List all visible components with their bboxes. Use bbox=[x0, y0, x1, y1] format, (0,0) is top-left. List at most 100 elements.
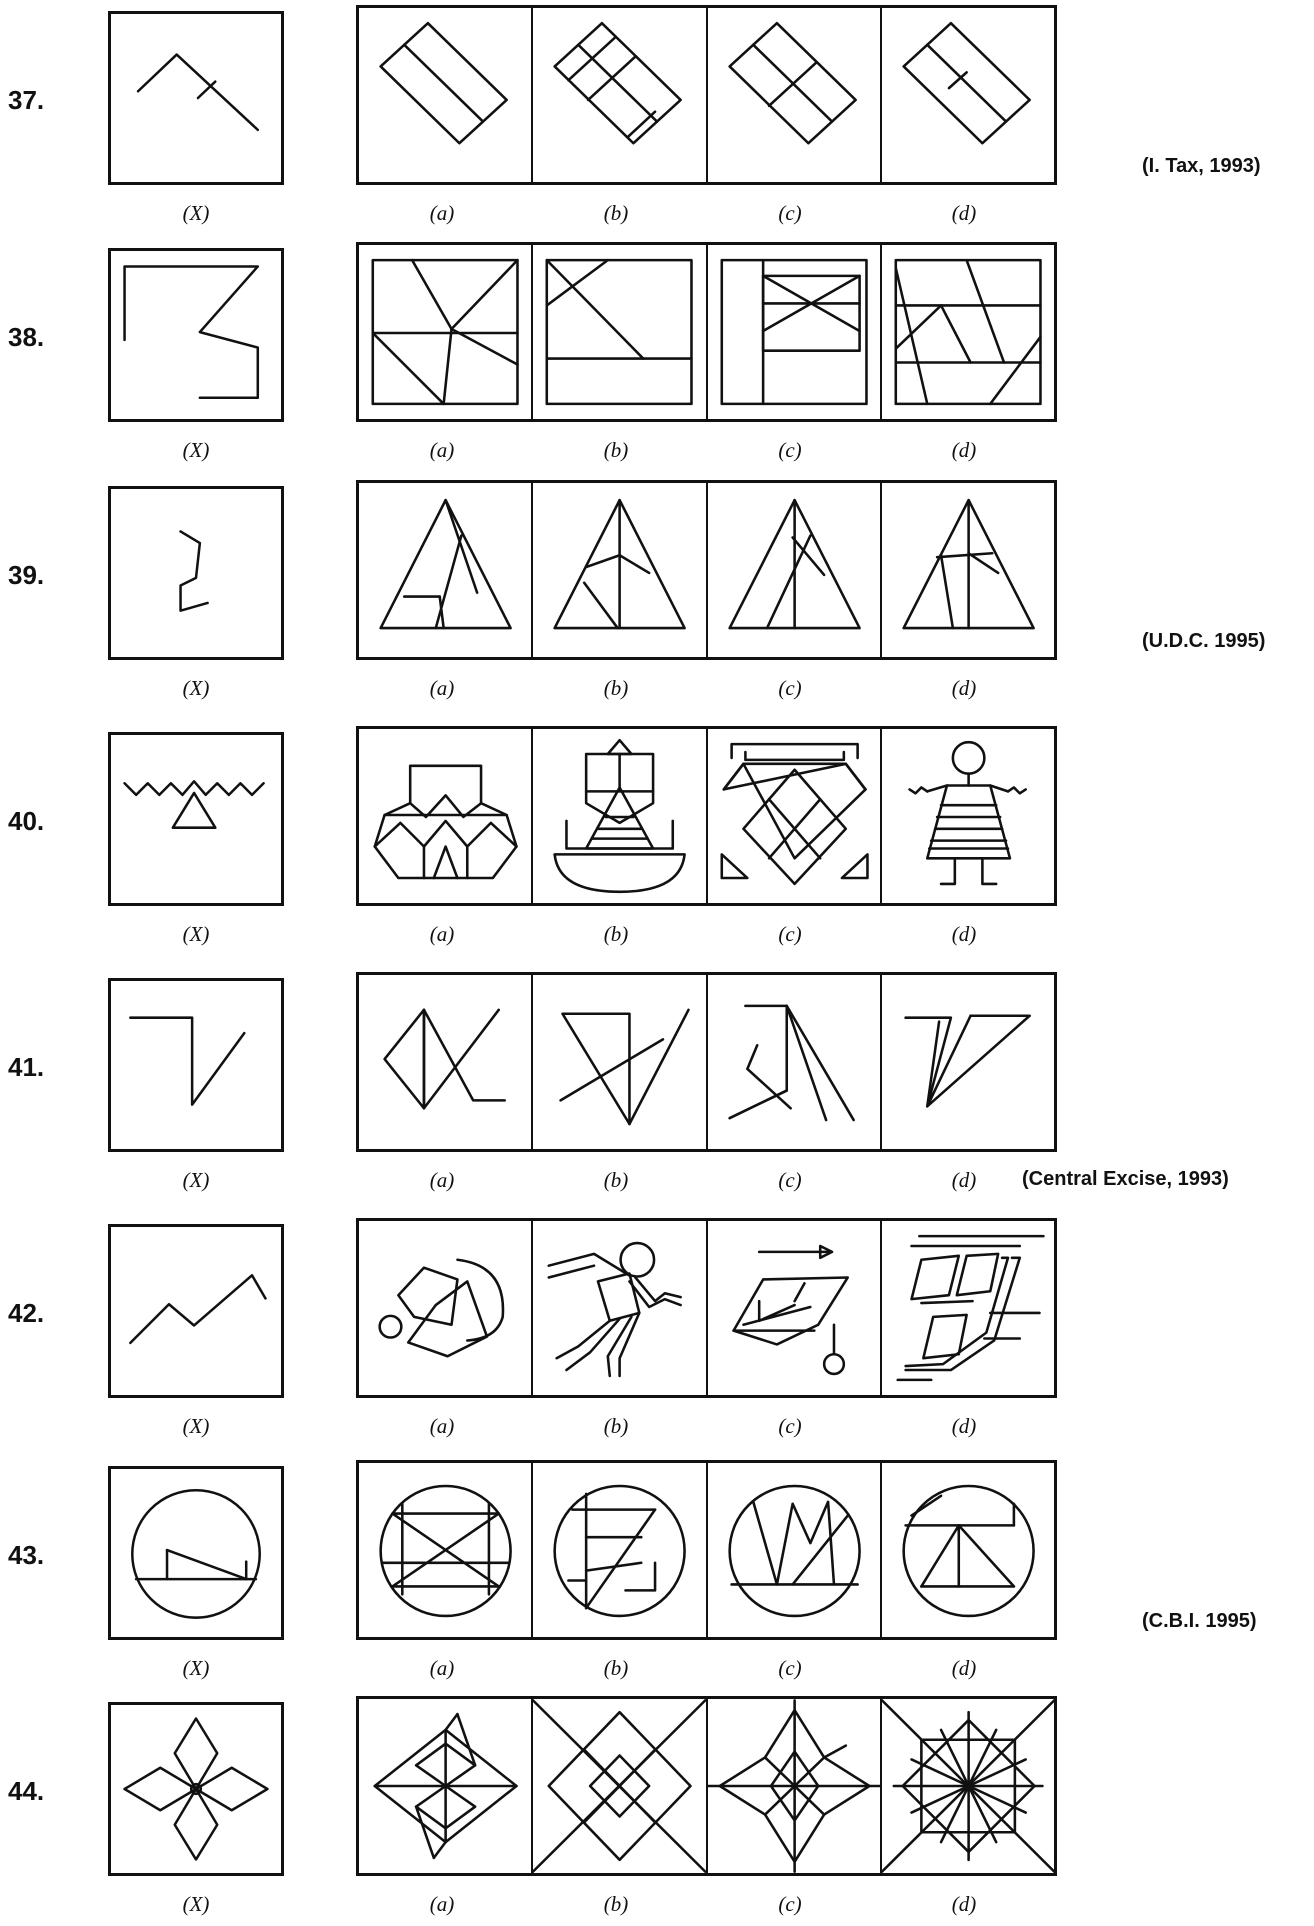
question-number: 42. bbox=[8, 1298, 44, 1329]
question-figure bbox=[108, 1224, 284, 1398]
question-38: 38. (X) (a) (b) (c) (d) bbox=[0, 242, 1314, 472]
option-a-label: (a) bbox=[412, 1892, 472, 1917]
question-label: (X) bbox=[166, 201, 226, 226]
answer-figures bbox=[356, 726, 1057, 906]
option-b-label: (b) bbox=[586, 1892, 646, 1917]
option-b-figure[interactable] bbox=[533, 245, 707, 419]
option-c-figure[interactable] bbox=[708, 1699, 882, 1873]
question-39: 39. (X) (a) (b) (c) (d) (U.D.C. 1995) bbox=[0, 480, 1314, 710]
option-d-label: (d) bbox=[934, 1656, 994, 1681]
option-a-figure[interactable] bbox=[359, 1221, 533, 1395]
option-c-label: (c) bbox=[760, 1168, 820, 1193]
option-d-figure[interactable] bbox=[882, 1463, 1054, 1637]
source-citation: (Central Excise, 1993) bbox=[1022, 1168, 1229, 1191]
option-a-label: (a) bbox=[412, 438, 472, 463]
question-44: 44. (X) (a) (b) (c) (d) bbox=[0, 1696, 1314, 1926]
option-c-figure[interactable] bbox=[708, 729, 882, 903]
option-a-figure[interactable] bbox=[359, 1699, 533, 1873]
option-b-figure[interactable] bbox=[533, 1221, 707, 1395]
option-d-figure[interactable] bbox=[882, 483, 1054, 657]
option-d-figure[interactable] bbox=[882, 975, 1054, 1149]
option-b-figure[interactable] bbox=[533, 1463, 707, 1637]
question-figure bbox=[108, 248, 284, 422]
option-d-figure[interactable] bbox=[882, 1221, 1054, 1395]
option-a-figure[interactable] bbox=[359, 8, 533, 182]
question-label: (X) bbox=[166, 922, 226, 947]
option-c-figure[interactable] bbox=[708, 1221, 882, 1395]
question-number: 43. bbox=[8, 1540, 44, 1571]
answer-figures bbox=[356, 1460, 1057, 1640]
question-figure bbox=[108, 978, 284, 1152]
option-b-label: (b) bbox=[586, 1414, 646, 1439]
option-c-label: (c) bbox=[760, 438, 820, 463]
question-number: 39. bbox=[8, 560, 44, 591]
option-b-figure[interactable] bbox=[533, 1699, 707, 1873]
option-d-label: (d) bbox=[934, 676, 994, 701]
question-42: 42. (X) (a) (b) (c) (d) bbox=[0, 1218, 1314, 1448]
option-c-figure[interactable] bbox=[708, 245, 882, 419]
question-figure bbox=[108, 1466, 284, 1640]
option-c-label: (c) bbox=[760, 1656, 820, 1681]
option-d-figure[interactable] bbox=[882, 8, 1054, 182]
question-40: 40. (X) (a) (b) (c) (d) bbox=[0, 726, 1314, 956]
question-43: 43. (X) (a) (b) (c) (d) (C.B.I. 1995) bbox=[0, 1460, 1314, 1690]
question-number: 37. bbox=[8, 85, 44, 116]
option-d-figure[interactable] bbox=[882, 1699, 1054, 1873]
answer-figures bbox=[356, 5, 1057, 185]
question-label: (X) bbox=[166, 676, 226, 701]
question-label: (X) bbox=[166, 1656, 226, 1681]
question-37: 37. (X) (a) (b) (c) (d) (I. Tax, 1993) bbox=[0, 5, 1314, 235]
option-b-figure[interactable] bbox=[533, 8, 707, 182]
option-d-figure[interactable] bbox=[882, 245, 1054, 419]
question-number: 38. bbox=[8, 322, 44, 353]
option-c-label: (c) bbox=[760, 676, 820, 701]
question-label: (X) bbox=[166, 1892, 226, 1917]
option-a-label: (a) bbox=[412, 201, 472, 226]
option-b-figure[interactable] bbox=[533, 483, 707, 657]
option-a-label: (a) bbox=[412, 922, 472, 947]
question-number: 44. bbox=[8, 1776, 44, 1807]
option-d-label: (d) bbox=[934, 1168, 994, 1193]
option-b-label: (b) bbox=[586, 1656, 646, 1681]
option-d-label: (d) bbox=[934, 922, 994, 947]
option-d-label: (d) bbox=[934, 1892, 994, 1917]
option-b-label: (b) bbox=[586, 438, 646, 463]
question-figure bbox=[108, 1702, 284, 1876]
question-figure bbox=[108, 486, 284, 660]
option-a-figure[interactable] bbox=[359, 483, 533, 657]
option-a-figure[interactable] bbox=[359, 729, 533, 903]
option-a-label: (a) bbox=[412, 1168, 472, 1193]
question-label: (X) bbox=[166, 1168, 226, 1193]
option-d-label: (d) bbox=[934, 438, 994, 463]
option-b-label: (b) bbox=[586, 1168, 646, 1193]
question-number: 41. bbox=[8, 1052, 44, 1083]
option-c-label: (c) bbox=[760, 1414, 820, 1439]
option-a-figure[interactable] bbox=[359, 975, 533, 1149]
option-b-label: (b) bbox=[586, 676, 646, 701]
option-a-label: (a) bbox=[412, 1414, 472, 1439]
question-label: (X) bbox=[166, 438, 226, 463]
answer-figures bbox=[356, 480, 1057, 660]
option-c-figure[interactable] bbox=[708, 483, 882, 657]
answer-figures bbox=[356, 1696, 1057, 1876]
option-a-label: (a) bbox=[412, 676, 472, 701]
option-a-figure[interactable] bbox=[359, 245, 533, 419]
question-figure bbox=[108, 11, 284, 185]
answer-figures bbox=[356, 972, 1057, 1152]
option-c-figure[interactable] bbox=[708, 1463, 882, 1637]
option-b-label: (b) bbox=[586, 922, 646, 947]
option-a-figure[interactable] bbox=[359, 1463, 533, 1637]
option-b-figure[interactable] bbox=[533, 729, 707, 903]
question-41: 41. (X) (a) (b) (c) (d) (Central Excise,… bbox=[0, 972, 1314, 1202]
question-number: 40. bbox=[8, 806, 44, 837]
option-d-label: (d) bbox=[934, 201, 994, 226]
option-b-figure[interactable] bbox=[533, 975, 707, 1149]
option-c-figure[interactable] bbox=[708, 975, 882, 1149]
option-c-label: (c) bbox=[760, 201, 820, 226]
source-citation: (I. Tax, 1993) bbox=[1142, 155, 1261, 178]
source-citation: (C.B.I. 1995) bbox=[1142, 1610, 1256, 1633]
option-c-figure[interactable] bbox=[708, 8, 882, 182]
option-c-label: (c) bbox=[760, 922, 820, 947]
answer-figures bbox=[356, 242, 1057, 422]
option-d-figure[interactable] bbox=[882, 729, 1054, 903]
